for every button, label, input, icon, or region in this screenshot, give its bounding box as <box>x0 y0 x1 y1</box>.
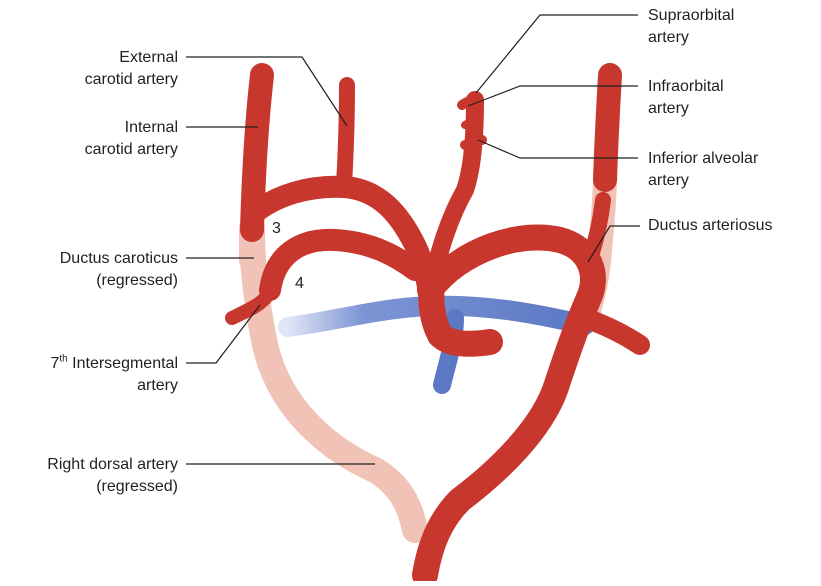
label-line: (regressed) <box>10 270 178 292</box>
label-inferior-alveolar-artery: Inferior alveolar artery <box>648 148 758 192</box>
label-ductus-arteriosus: Ductus arteriosus <box>648 215 773 237</box>
label-line: Right dorsal artery <box>0 454 178 476</box>
label-line: Ductus arteriosus <box>648 215 773 237</box>
arch-number-4: 4 <box>295 275 304 293</box>
label-line: artery <box>648 170 758 192</box>
label-external-carotid-artery: External carotid artery <box>40 47 178 91</box>
label-line: 7th Intersegmental <box>10 353 178 375</box>
label-line: Internal <box>40 117 178 139</box>
label-line: artery <box>648 27 734 49</box>
label-line: Inferior alveolar <box>648 148 758 170</box>
label-line: Ductus caroticus <box>10 248 178 270</box>
label-line: artery <box>648 98 724 120</box>
label-supraorbital-artery: Supraorbital artery <box>648 5 734 49</box>
label-line: External <box>40 47 178 69</box>
label-internal-carotid-artery: Internal carotid artery <box>40 117 178 161</box>
label-7th-intersegmental-artery: 7th Intersegmental artery <box>10 353 178 397</box>
label-line: carotid artery <box>40 139 178 161</box>
label-line: carotid artery <box>40 69 178 91</box>
label-line: (regressed) <box>0 476 178 498</box>
label-line: Infraorbital <box>648 76 724 98</box>
ordinal-suffix: th <box>59 354 67 365</box>
label-line: artery <box>10 375 178 397</box>
label-text: Intersegmental <box>68 355 178 372</box>
label-right-dorsal-artery: Right dorsal artery (regressed) <box>0 454 178 498</box>
label-ductus-caroticus: Ductus caroticus (regressed) <box>10 248 178 292</box>
label-line: Supraorbital <box>648 5 734 27</box>
arch-number-3: 3 <box>272 220 281 238</box>
label-infraorbital-artery: Infraorbital artery <box>648 76 724 120</box>
